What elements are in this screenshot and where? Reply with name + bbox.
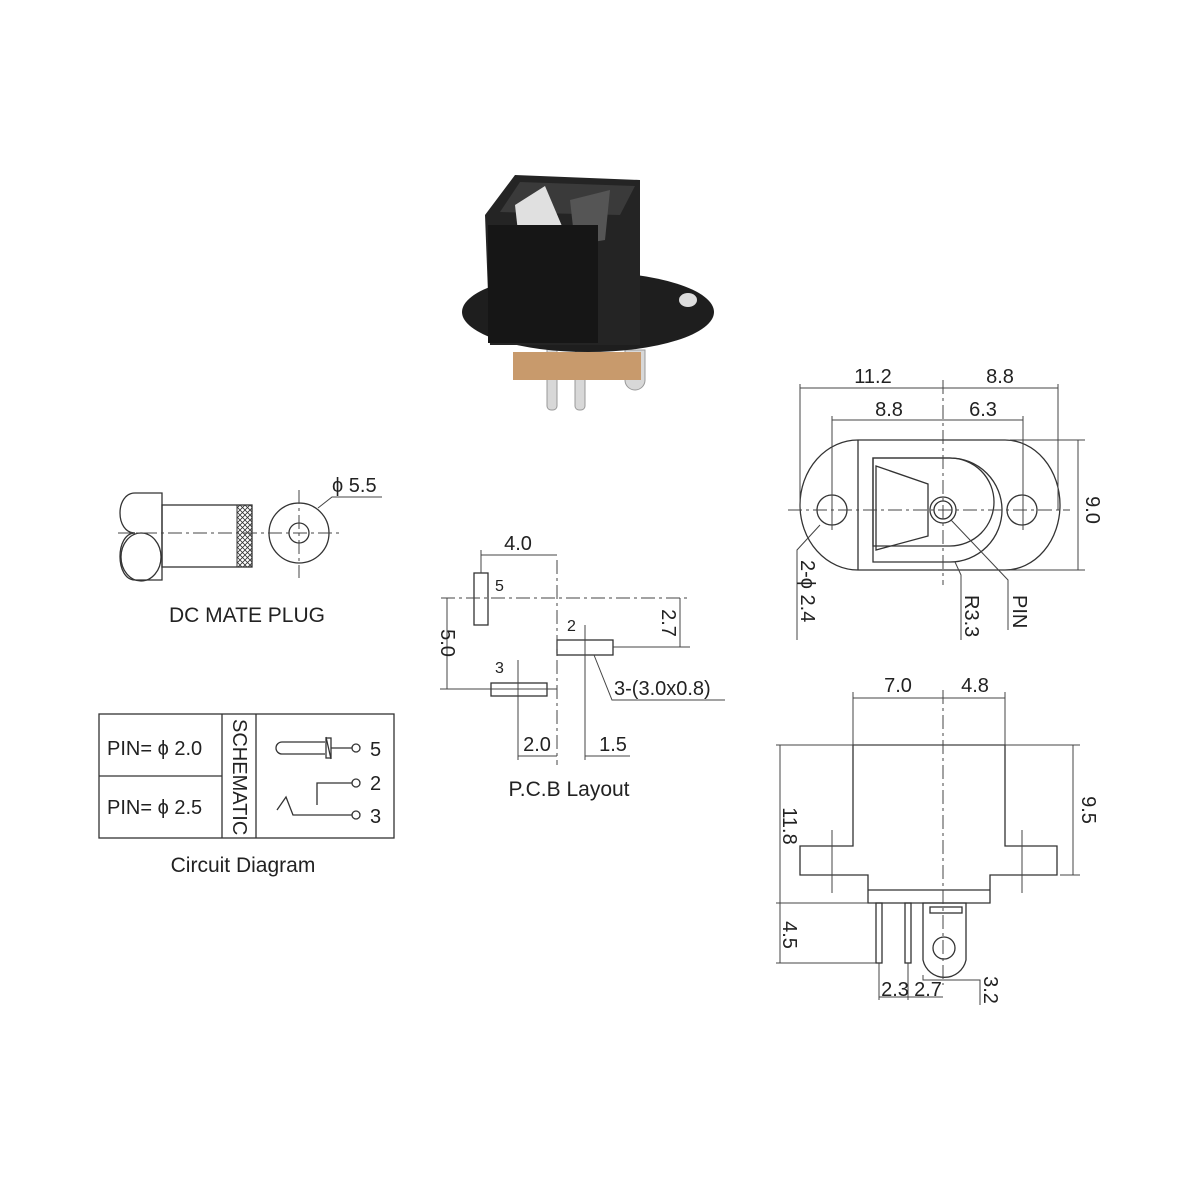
plug-diameter-label: ϕ 5.5 <box>332 475 377 497</box>
top-dim-9-0: 9.0 <box>1081 496 1103 524</box>
top-radius-label: R3.3 <box>960 595 982 637</box>
pcb-dim-5-0: 5.0 <box>436 629 458 657</box>
pcb-pin-2: 2 <box>567 618 576 635</box>
terminal-5: 5 <box>370 739 381 761</box>
side-dim-2-3: 2.3 <box>881 979 909 1001</box>
terminal-2: 2 <box>370 773 381 795</box>
side-dim-7-0: 7.0 <box>884 675 912 697</box>
side-view-drawing: 7.0 4.8 9.5 11.8 4.5 2.3 2.7 3.2 <box>776 675 1099 1005</box>
pin-spec-2-5: PIN= ϕ 2.5 <box>107 797 202 819</box>
top-pin-label: PIN <box>1008 595 1030 628</box>
top-holes-label: 2-ϕ 2.4 <box>796 560 818 622</box>
side-dim-9-5: 9.5 <box>1077 796 1099 824</box>
pcb-dim-1-5: 1.5 <box>599 734 627 756</box>
dc-mate-plug-drawing: ϕ 5.5 DC MATE PLUG <box>118 475 382 627</box>
pcb-dim-4-0: 4.0 <box>504 533 532 555</box>
top-dim-8-8-right: 8.8 <box>986 366 1014 388</box>
pcb-dim-2-0: 2.0 <box>523 734 551 756</box>
plug-title: DC MATE PLUG <box>169 604 325 627</box>
terminal-3: 3 <box>370 806 381 828</box>
pcb-layout: 4.0 5.0 2.7 2.0 1.5 3-(3.0x0.8) 5 2 3 P.… <box>436 533 725 801</box>
top-view-drawing: 11.2 8.8 8.8 6.3 9.0 2-ϕ 2.4 R3.3 PIN <box>788 366 1103 640</box>
product-photo <box>462 175 714 411</box>
circuit-diagram: PIN= ϕ 2.0 PIN= ϕ 2.5 SCHEMATIC 5 2 3 Ci… <box>98 713 395 877</box>
schematic-label: SCHEMATIC <box>228 719 250 835</box>
side-dim-2-7: 2.7 <box>914 979 942 1001</box>
pcb-dim-2-7: 2.7 <box>657 609 679 637</box>
side-dim-4-8: 4.8 <box>961 675 989 697</box>
top-dim-6-3: 6.3 <box>969 399 997 421</box>
pcb-pad-note: 3-(3.0x0.8) <box>614 678 711 700</box>
top-dim-8-8-left: 8.8 <box>875 399 903 421</box>
top-dim-11-2: 11.2 <box>854 366 891 388</box>
side-dim-11-8: 11.8 <box>778 807 800 844</box>
pcb-title: P.C.B Layout <box>508 778 629 801</box>
circuit-title: Circuit Diagram <box>171 854 316 877</box>
pcb-pin-3: 3 <box>495 660 504 677</box>
pin-spec-2-0: PIN= ϕ 2.0 <box>107 738 202 760</box>
pcb-pin-5: 5 <box>495 578 504 595</box>
side-dim-3-2: 3.2 <box>979 976 1001 1004</box>
side-dim-4-5: 4.5 <box>778 921 800 949</box>
